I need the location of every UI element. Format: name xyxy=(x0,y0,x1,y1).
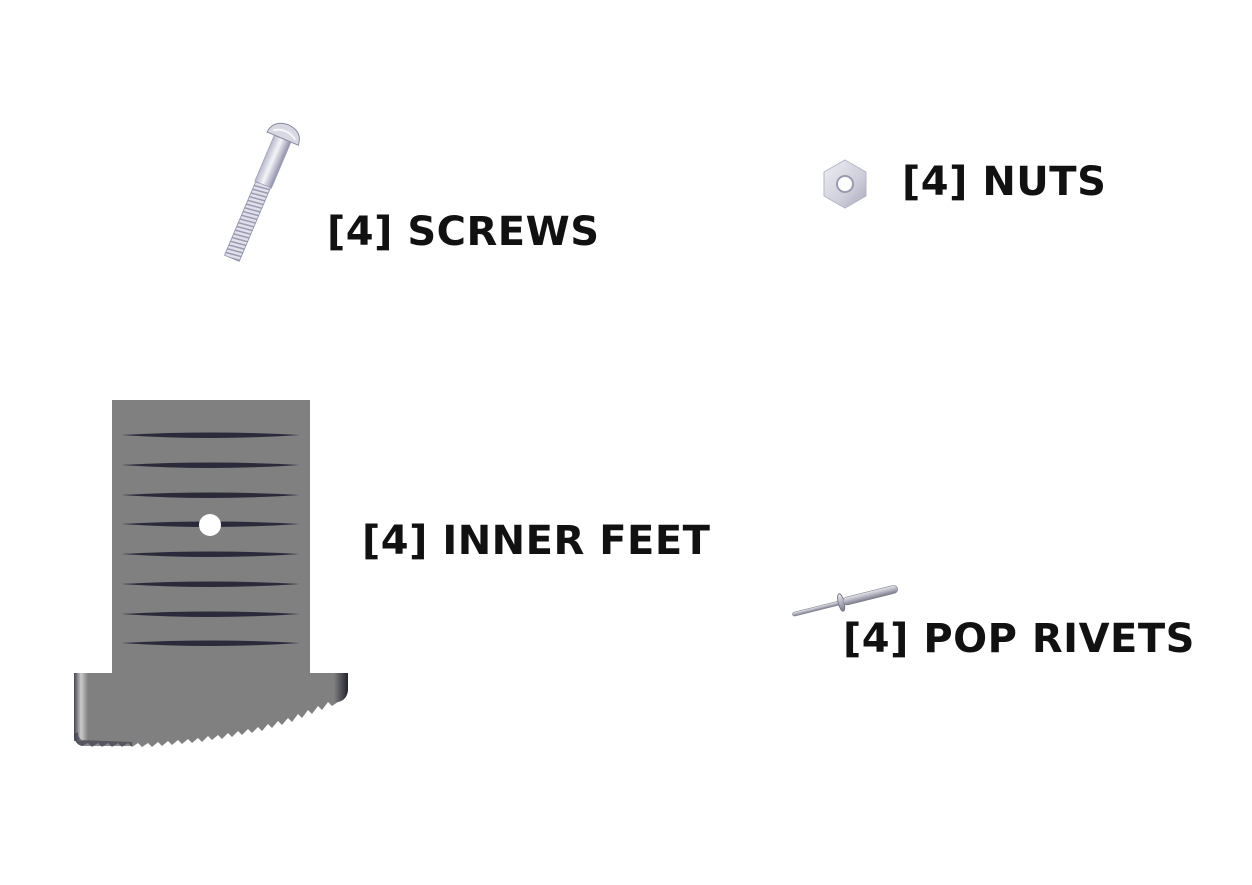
hex-nut-icon xyxy=(820,158,870,210)
screws-label: [4] SCREWS xyxy=(327,209,600,255)
pop-rivets-label: [4] POP RIVETS xyxy=(843,616,1195,662)
nuts-label: [4] NUTS xyxy=(902,159,1107,205)
inner-feet-label: [4] INNER FEET xyxy=(362,518,711,564)
pop-rivet-icon xyxy=(790,580,905,622)
inner-foot-icon xyxy=(72,400,352,752)
screw-icon xyxy=(200,110,320,275)
